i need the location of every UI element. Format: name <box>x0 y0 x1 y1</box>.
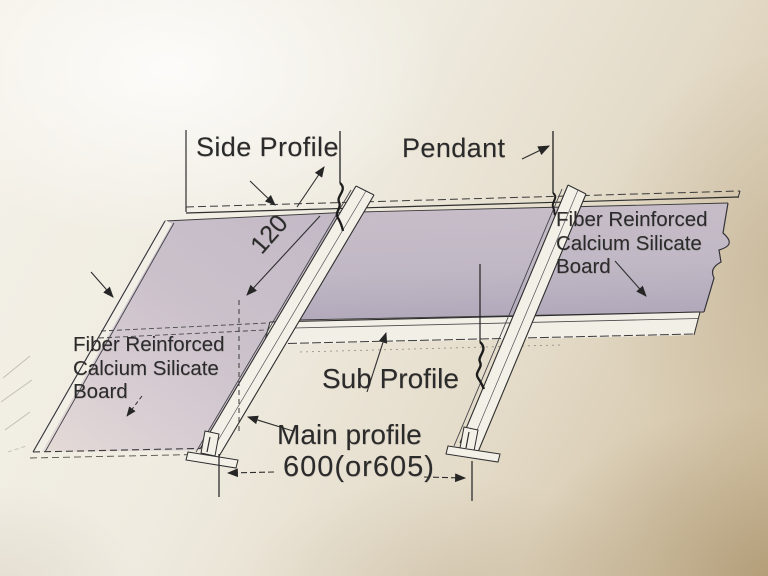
main-profile-rail-2 <box>445 184 587 463</box>
right-board-arrow <box>614 260 647 297</box>
side-profile-arrow-down <box>249 180 276 206</box>
main-profile-rail-1 <box>185 185 375 469</box>
left-board-front-edge <box>32 447 219 453</box>
label-board-left: Fiber Reinforced Calcium Silicate Board <box>73 333 225 403</box>
pendant-wires <box>335 131 557 390</box>
side-profile-strip <box>185 190 741 214</box>
corner-sketch-marks <box>0 355 33 453</box>
sub-profile-arrow <box>366 331 388 393</box>
rail-2-foot <box>445 445 501 463</box>
torn-edge <box>703 202 730 313</box>
main-profile-arrow <box>246 415 294 432</box>
leader-arrows <box>90 145 647 432</box>
hidden-sub-profile-line <box>100 321 290 332</box>
label-board-right: Fiber Reinforced Calcium Silicate Board <box>556 208 708 278</box>
label-side-profile: Side Profile <box>196 132 339 162</box>
label-sub-profile: Sub Profile <box>322 363 459 394</box>
dimension-600 <box>218 454 473 501</box>
label-pendant: Pendant <box>402 133 506 163</box>
upper-left-arrow <box>90 271 114 298</box>
rail-1-foot <box>185 451 239 469</box>
left-board <box>29 211 353 459</box>
left-board-edge-strip <box>34 220 173 454</box>
label-dimension-600: 600(or605) <box>283 451 435 483</box>
pendant-arrow <box>521 145 551 160</box>
side-profile-arrow-up <box>296 166 325 208</box>
dimension-120 <box>238 215 321 433</box>
right-board <box>296 202 730 321</box>
label-main-profile: Main profile <box>277 419 422 450</box>
